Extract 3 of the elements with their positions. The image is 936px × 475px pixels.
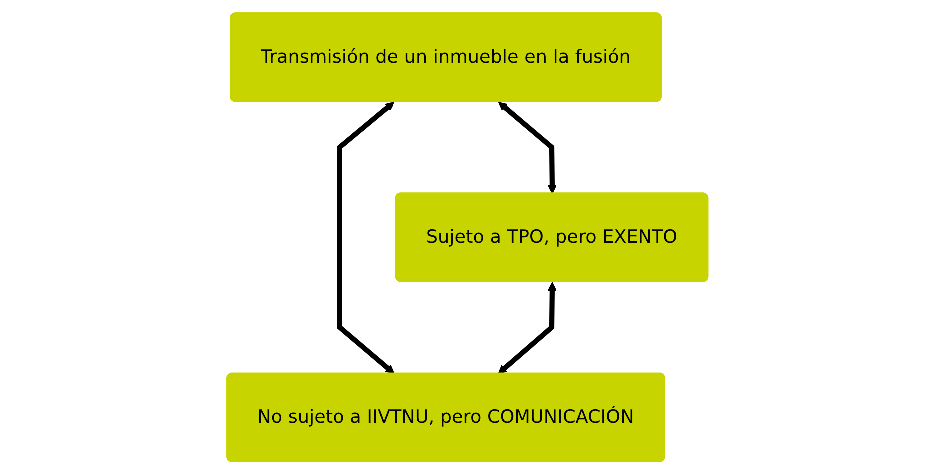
arrow bbox=[498, 282, 558, 374]
arrow bbox=[338, 102, 396, 374]
arrow bbox=[498, 102, 558, 194]
